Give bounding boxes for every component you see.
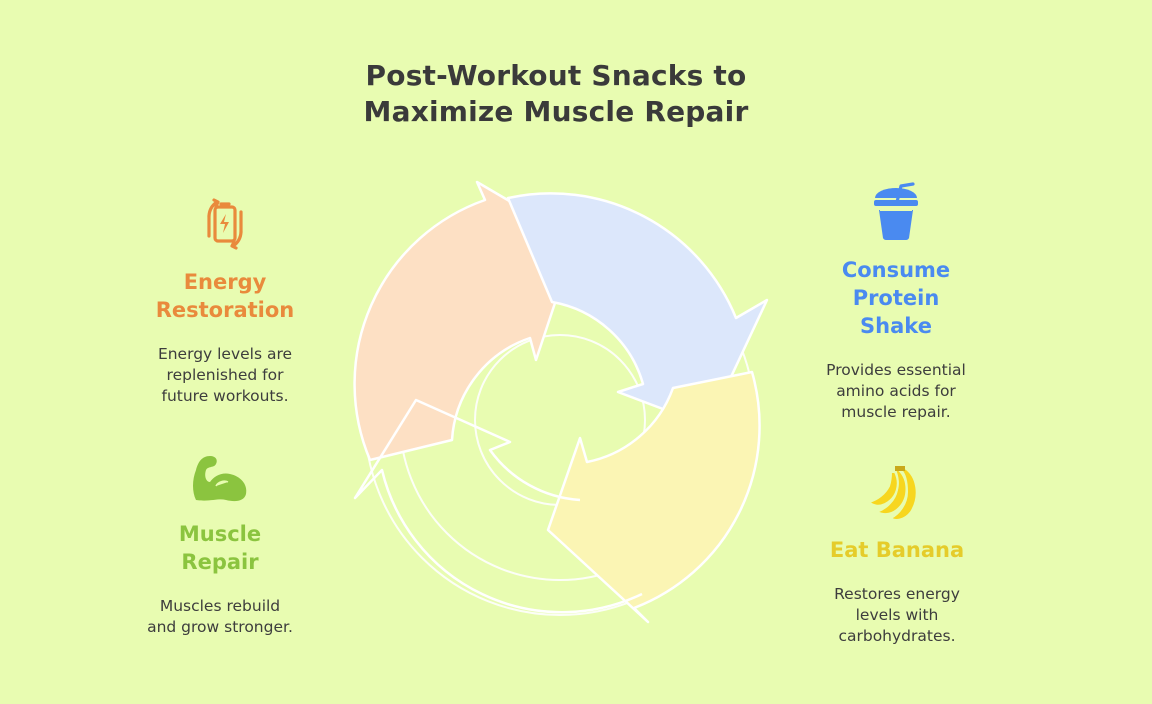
- title-line-1: Post-Workout Snacks to: [365, 59, 747, 92]
- protein-heading: Consume Protein Shake: [790, 256, 1002, 340]
- protein-desc-line-1: Provides essential: [826, 361, 966, 379]
- energy-description: Energy levels are replenished for future…: [120, 344, 330, 407]
- step-consume-protein-shake: Consume Protein Shake Provides essential…: [790, 182, 1002, 423]
- muscle-heading-line-1: Muscle: [178, 522, 262, 546]
- arrow-blue: [506, 192, 769, 428]
- step-muscle-repair: Muscle Repair Muscles rebuild and grow s…: [120, 452, 320, 638]
- protein-heading-line-2: Protein: [852, 286, 940, 310]
- energy-heading-line-1: Energy: [183, 270, 267, 294]
- protein-heading-line-3: Shake: [860, 314, 932, 338]
- flexed-arm-icon: [193, 456, 247, 502]
- protein-heading-line-1: Consume: [841, 258, 951, 282]
- banana-heading: Eat Banana: [790, 536, 1004, 564]
- banana-desc-line-2: levels with: [855, 606, 939, 624]
- step-eat-banana: Eat Banana Restores energy levels with c…: [790, 462, 1004, 647]
- muscle-heading: Muscle Repair: [120, 520, 320, 576]
- banana-desc-line-1: Restores energy: [834, 585, 960, 603]
- protein-desc-line-3: muscle repair.: [841, 403, 951, 421]
- energy-desc-line-2: replenished for: [166, 366, 284, 384]
- muscle-desc-line-2: and grow stronger.: [147, 618, 293, 636]
- protein-shake-icon: [874, 182, 918, 240]
- muscle-description: Muscles rebuild and grow stronger.: [120, 596, 320, 638]
- arrow-yellow: [546, 370, 761, 624]
- arrow-orange: [353, 180, 578, 462]
- energy-heading-line-2: Restoration: [155, 298, 295, 322]
- battery-recharge-icon: [207, 198, 243, 250]
- diagram-title: Post-Workout Snacks to Maximize Muscle R…: [276, 58, 836, 130]
- banana-description: Restores energy levels with carbohydrate…: [790, 584, 1004, 647]
- muscle-heading-line-2: Repair: [181, 550, 259, 574]
- step-energy-restoration: Energy Restoration Energy levels are rep…: [120, 196, 330, 407]
- title-line-2: Maximize Muscle Repair: [363, 95, 749, 128]
- muscle-desc-line-1: Muscles rebuild: [159, 597, 281, 615]
- banana-heading-line-1: Eat Banana: [829, 538, 965, 562]
- energy-heading: Energy Restoration: [120, 268, 330, 324]
- protein-description: Provides essential amino acids for muscl…: [790, 360, 1002, 423]
- protein-desc-line-2: amino acids for: [836, 382, 956, 400]
- energy-desc-line-1: Energy levels are: [157, 345, 293, 363]
- energy-desc-line-3: future workouts.: [161, 387, 289, 405]
- banana-icon: [867, 466, 918, 521]
- cycle-arrows: [353, 180, 769, 624]
- banana-desc-line-3: carbohydrates.: [838, 627, 956, 645]
- arrow-ghost: [353, 398, 643, 614]
